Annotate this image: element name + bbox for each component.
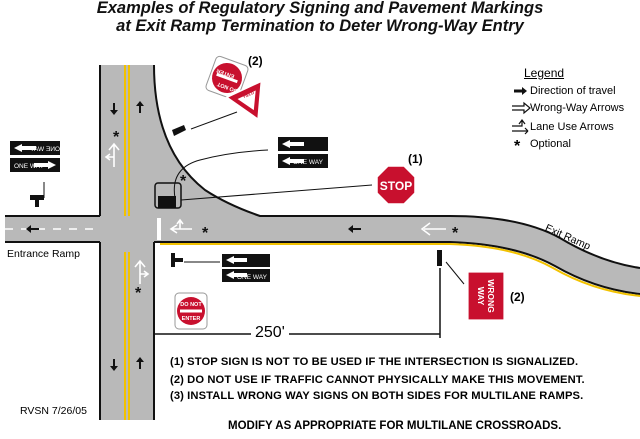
callout-2-right: (2) bbox=[510, 290, 525, 304]
travel-arrow bbox=[348, 225, 361, 233]
legend-item-wrong-way-arrows: Wrong-Way Arrows bbox=[530, 102, 625, 114]
one-way-sign-text: ONE WAY bbox=[29, 146, 60, 153]
road-surfaces bbox=[5, 65, 640, 420]
legend-icons: * bbox=[512, 87, 531, 155]
enter-text: ENTER bbox=[182, 316, 201, 322]
legend-item-lane-use-arrows: Lane Use Arrows bbox=[530, 121, 614, 133]
travel-arrow bbox=[26, 225, 39, 233]
lane-use-arrow bbox=[104, 142, 120, 167]
entrance-ramp-label: Entrance Ramp bbox=[7, 248, 80, 260]
one-way-sign-text: ONE WAY bbox=[14, 163, 45, 170]
callout-2-top: (2) bbox=[248, 54, 263, 68]
asterisk-icon: * bbox=[180, 173, 187, 190]
note-3: (3) INSTALL WRONG WAY SIGNS ON BOTH SIDE… bbox=[170, 390, 584, 402]
asterisk-icon: * bbox=[452, 225, 459, 242]
legend-item-direction: Direction of travel bbox=[530, 85, 616, 97]
hollow-arrow-icon bbox=[512, 101, 531, 115]
callout-1: (1) bbox=[408, 152, 423, 166]
travel-arrows bbox=[26, 101, 361, 371]
optional-markers: * * * * * bbox=[113, 129, 459, 302]
one-way-sign-text: ONE WAY bbox=[293, 159, 324, 166]
distance-dimension bbox=[154, 268, 441, 338]
wrong-way-sign bbox=[467, 271, 505, 321]
travel-arrow bbox=[136, 101, 144, 113]
stop-bar bbox=[157, 218, 161, 240]
diagram-title-line-1: Examples of Regulatory Signing and Pavem… bbox=[96, 0, 544, 17]
revision-label: RVSN 7/26/05 bbox=[20, 405, 87, 417]
one-way-sign-pair-bottom bbox=[222, 254, 270, 282]
asterisk-icon: * bbox=[113, 129, 120, 146]
yield-sign-text: YIELD bbox=[242, 90, 255, 100]
wrong-way-arrow bbox=[420, 222, 446, 236]
note-1: (1) STOP SIGN IS NOT TO BE USED IF THE I… bbox=[170, 356, 579, 368]
travel-arrow bbox=[110, 359, 118, 371]
lane-use-arrow-icon bbox=[512, 119, 529, 135]
wrong-text: WRONG bbox=[486, 279, 496, 313]
diagram-title-line-2: at Exit Ramp Termination to Deter Wrong-… bbox=[116, 17, 524, 35]
road-edges bbox=[5, 64, 640, 420]
do-not-enter-sign bbox=[174, 292, 208, 330]
asterisk-icon: * bbox=[202, 225, 209, 242]
one-way-sign-text: ONE WAY bbox=[237, 274, 268, 281]
legend-item-optional: Optional bbox=[530, 138, 571, 150]
yellow-center-lines bbox=[124, 65, 640, 420]
do-not-enter-sign-top bbox=[205, 55, 249, 101]
asterisk-icon: * bbox=[514, 138, 521, 155]
footer-note: MODIFY AS APPROPRIATE FOR MULTILANE CROS… bbox=[228, 420, 562, 432]
wrong-way-sign-text: WRONG WAY bbox=[476, 279, 496, 313]
yield-sign bbox=[225, 80, 263, 121]
lane-use-arrows bbox=[104, 142, 192, 284]
sign-posts bbox=[30, 125, 442, 267]
asterisk-icon: * bbox=[135, 285, 142, 302]
leader-lines bbox=[43, 111, 465, 285]
lane-use-arrow bbox=[134, 259, 150, 284]
exit-ramp-flare bbox=[154, 65, 260, 216]
one-way-sign-pair-top bbox=[278, 137, 328, 168]
arrow-icon bbox=[514, 87, 527, 95]
exit-ramp-road bbox=[154, 216, 640, 294]
stop-sign bbox=[376, 165, 416, 205]
do-not-text: DO NOT bbox=[180, 302, 202, 308]
distance-label: 250' bbox=[251, 324, 289, 342]
lane-use-arrow bbox=[169, 218, 192, 234]
way-text: WAY bbox=[476, 286, 486, 306]
stop-sign-text: STOP bbox=[380, 179, 412, 193]
legend-heading: Legend bbox=[524, 66, 565, 80]
crossroad bbox=[100, 65, 154, 420]
travel-arrow bbox=[110, 103, 118, 115]
note-2: (2) DO NOT USE IF TRAFFIC CANNOT PHYSICA… bbox=[170, 374, 585, 386]
travel-arrow bbox=[136, 357, 144, 369]
one-way-sign-pair-left bbox=[10, 141, 60, 172]
